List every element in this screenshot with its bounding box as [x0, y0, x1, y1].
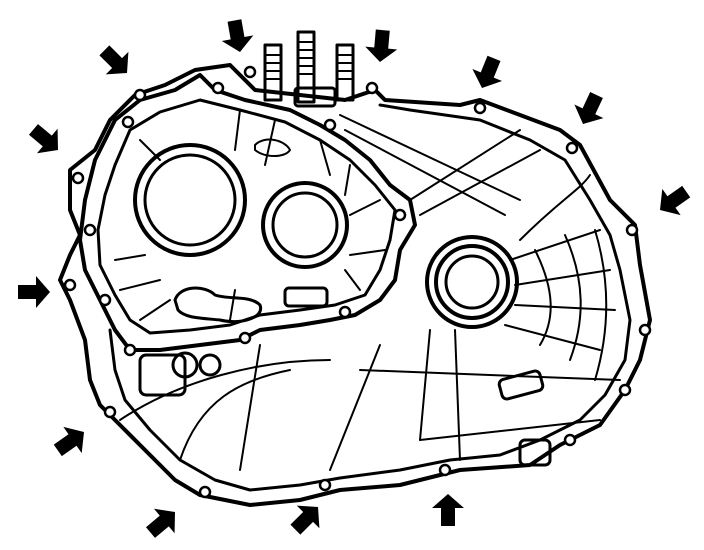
lower-bosses — [138, 351, 552, 467]
logo-cast — [254, 138, 291, 157]
large-bore — [133, 143, 247, 257]
arrow-icon — [18, 276, 50, 308]
arrow-icon — [472, 55, 503, 88]
rib-slot-right — [497, 369, 545, 401]
arrow-icon — [574, 92, 604, 124]
arrow-icon — [432, 494, 464, 526]
arrow-icon — [99, 45, 129, 75]
output-bore-inner — [444, 254, 500, 310]
front-case-ribs — [114, 109, 386, 321]
arrow-icon — [290, 505, 320, 535]
shift-rods — [263, 30, 355, 108]
arrow-icon — [221, 19, 254, 52]
arrow-icon — [28, 124, 58, 154]
small-bore — [261, 181, 349, 269]
arrow-icon — [53, 426, 84, 457]
arrow-markers — [18, 19, 691, 538]
arrow-icon — [145, 508, 175, 538]
arrow-icon — [365, 29, 398, 62]
housing-outer-flange — [58, 63, 652, 507]
small-bore-inner — [271, 191, 339, 259]
arrow-icon — [660, 185, 691, 216]
large-bore-inner — [143, 153, 237, 247]
case-ribs — [119, 114, 621, 471]
bolt-holes — [63, 65, 652, 499]
rib-slot-front — [283, 286, 329, 308]
output-bore-outer — [425, 235, 519, 329]
output-bore-ring — [434, 244, 510, 320]
oil-passage — [173, 286, 263, 324]
